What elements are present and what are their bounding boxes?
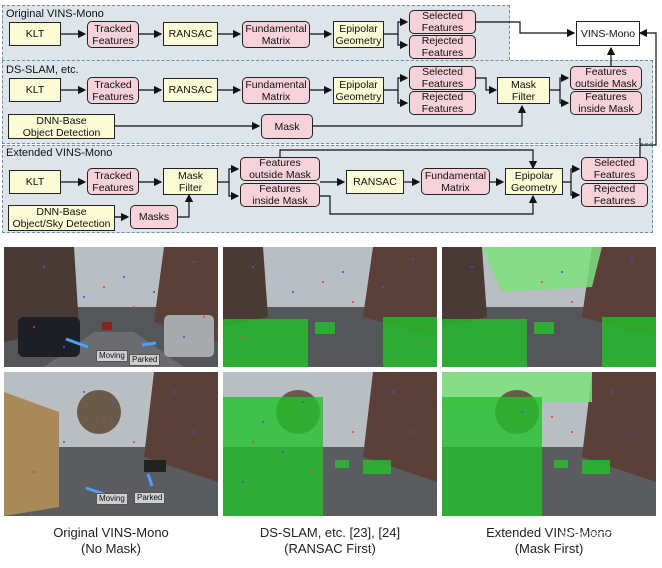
s3-dnn-detection-box: DNN-Base Object/Sky Detection bbox=[8, 205, 115, 231]
s1-tracked-features-box: Tracked Features bbox=[87, 21, 139, 48]
caption-mask-first: Extended VINS-Mono (Mask First) bbox=[486, 525, 612, 556]
s2-selected-features-box: Selected Features bbox=[409, 66, 476, 90]
section-title-ds-slam: DS-SLAM, etc. bbox=[6, 64, 79, 76]
section-title-original: Original VINS-Mono bbox=[6, 8, 104, 20]
s1-rejected-features-box: Rejected Features bbox=[409, 35, 476, 59]
s3-epipolar-geometry-box: Epipolar Geometry bbox=[505, 168, 563, 195]
tag-parked: Parked bbox=[129, 354, 161, 366]
photo-r1-no-mask: Moving Parked bbox=[4, 247, 218, 367]
s3-mask-filter-box: Mask Filter bbox=[163, 168, 218, 195]
s3-fundamental-matrix-box: Fundamental Matrix bbox=[421, 168, 490, 195]
s2-epipolar-geometry-box: Epipolar Geometry bbox=[333, 77, 384, 104]
s2-klt-box: KLT bbox=[9, 78, 61, 102]
s3-tracked-features-box: Tracked Features bbox=[87, 168, 139, 195]
s2-features-inside-mask-box: Features inside Mask bbox=[570, 91, 642, 115]
s2-rejected-features-box: Rejected Features bbox=[409, 91, 476, 115]
photo-r2-ransac-first bbox=[223, 372, 437, 516]
flow-arrows bbox=[61, 17, 657, 222]
s3-features-inside-mask-box: Features inside Mask bbox=[240, 183, 320, 207]
s2-features-outside-mask-box: Features outside Mask bbox=[570, 66, 642, 90]
photo-r1-mask-first bbox=[442, 247, 656, 367]
caption-no-mask: Original VINS-Mono (No Mask) bbox=[53, 525, 169, 556]
photo-r2-mask-first bbox=[442, 372, 656, 516]
s3-masks-box: Masks bbox=[130, 205, 178, 229]
tag-moving: Moving bbox=[96, 350, 128, 362]
s1-epipolar-geometry-box: Epipolar Geometry bbox=[333, 21, 384, 48]
s1-selected-features-box: Selected Features bbox=[409, 10, 476, 34]
s2-mask-filter-box: Mask Filter bbox=[497, 77, 550, 104]
s3-selected-features-box: Selected Features bbox=[581, 157, 648, 181]
s3-ransac-box: RANSAC bbox=[346, 170, 404, 194]
photo-r2-no-mask: Moving Parked bbox=[4, 372, 218, 516]
s2-dnn-detection-box: DNN-Base Object Detection bbox=[8, 114, 115, 139]
tag-parked-2: Parked bbox=[134, 492, 166, 504]
photo-r1-ransac-first bbox=[223, 247, 437, 367]
watermark: 3D视觉工坊 bbox=[560, 530, 625, 544]
caption-ransac-first: DS-SLAM, etc. [23], [24] (RANSAC First) bbox=[259, 525, 401, 556]
section-title-extended: Extended VINS-Mono bbox=[6, 147, 113, 159]
s2-mask-box: Mask bbox=[261, 114, 313, 139]
tag-moving-2: Moving bbox=[96, 493, 128, 505]
s1-klt-box: KLT bbox=[9, 22, 61, 46]
s2-ransac-box: RANSAC bbox=[163, 78, 218, 102]
s1-ransac-box: RANSAC bbox=[163, 22, 218, 46]
s2-tracked-features-box: Tracked Features bbox=[87, 77, 139, 104]
s1-fundamental-matrix-box: Fundamental Matrix bbox=[242, 21, 310, 48]
s3-features-outside-mask-box: Features outside Mask bbox=[240, 157, 320, 181]
vins-mono-box: VINS-Mono bbox=[576, 21, 640, 46]
s3-rejected-features-box: Rejected Features bbox=[581, 183, 648, 207]
s3-klt-box: KLT bbox=[9, 170, 61, 194]
s2-fundamental-matrix-box: Fundamental Matrix bbox=[242, 77, 310, 104]
